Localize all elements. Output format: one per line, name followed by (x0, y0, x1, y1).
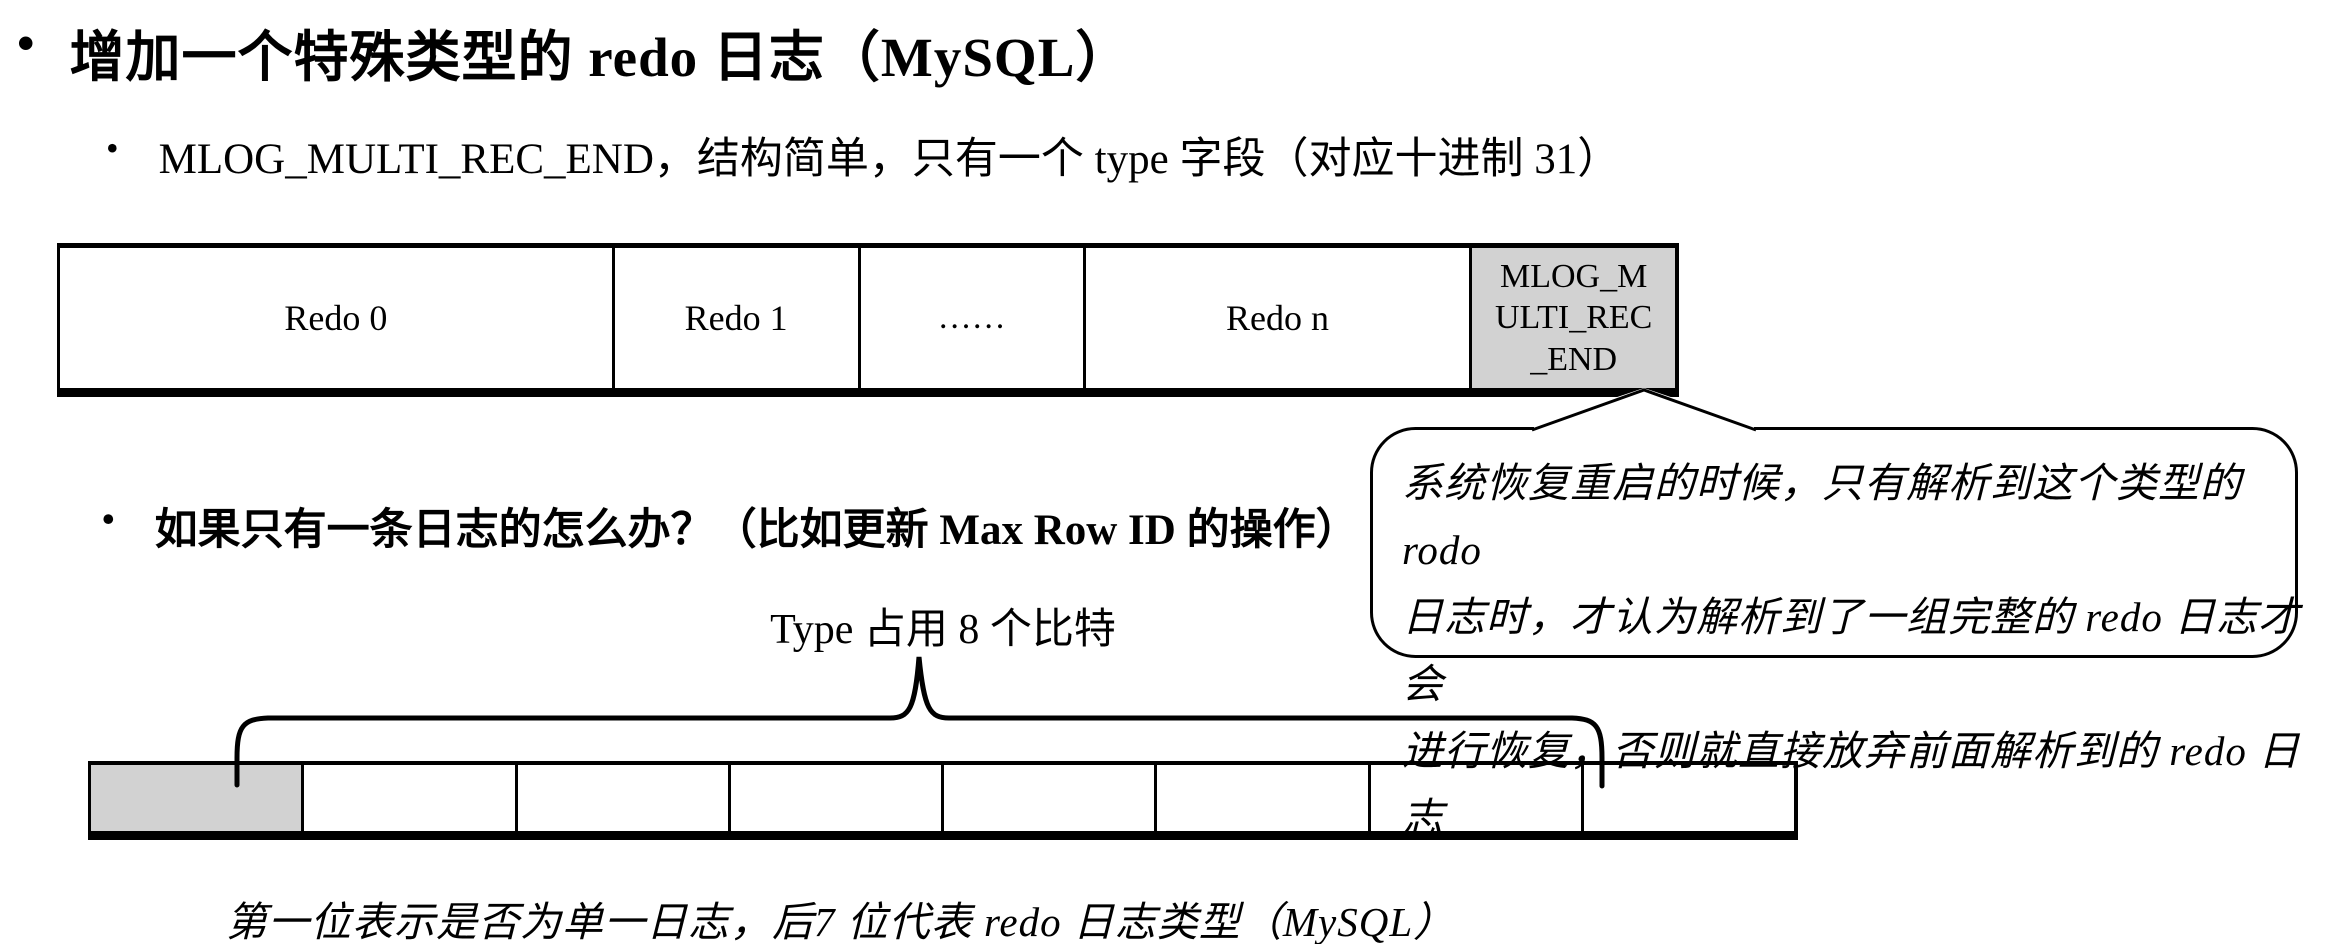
bullet-icon: • (102, 499, 115, 539)
bit-cell (1157, 765, 1371, 831)
slide-title: • 增加一个特殊类型的 redo 日志（MySQL） (17, 12, 1131, 92)
bit-cell (517, 765, 731, 831)
redo-cell-1-label: Redo 1 (684, 298, 788, 338)
redo-cell-mlog-multi-rec-end: MLOG_M ULTI_REC _END (1472, 248, 1675, 388)
bit-cell-flag (91, 765, 305, 831)
bitfield-explanation-note: 第一位表示是否为单一日志，后7 位代表 redo 日志类型（MySQL） (226, 899, 1456, 944)
redo-cell-0: Redo 0 (60, 248, 615, 388)
redo-cell-0-label: Redo 0 (284, 298, 388, 338)
callout-line-2: 日志时，才认为解析到了一组完整的 redo 日志才会 (1402, 594, 2301, 707)
callout-line-1: 系统恢复重启的时候，只有解析到这个类型的 rodo (1402, 460, 2242, 573)
bullet-single-log-question: • 如果只有一条日志的怎么办？（比如更新 Max Row ID 的操作） (102, 495, 1359, 557)
callout-text: 系统恢复重启的时候，只有解析到这个类型的 rodo 日志时，才认为解析到了一组完… (1402, 450, 2302, 852)
redo-cell-n-label: Redo n (1226, 298, 1330, 338)
bit-cell (944, 765, 1158, 831)
redo-cell-ellipsis: …… (860, 248, 1086, 388)
bullet-question-text: 如果只有一条日志的怎么办？（比如更新 Max Row ID 的操作） (154, 507, 1359, 554)
redo-cell-n: Redo n (1085, 248, 1473, 388)
bullet-mlog-multi-rec-end: • MLOG_MULTI_REC_END，结构简单，只有一个 type 字段（对… (106, 124, 1620, 186)
mlog-cell-line-2: ULTI_REC (1494, 299, 1653, 337)
callout-line-3: 进行恢复，否则就直接放弃前面解析到的 redo 日志 (1402, 728, 2301, 841)
redo-cell-ellipsis-label: …… (937, 299, 1006, 336)
mlog-cell-line-3: _END (1530, 340, 1618, 378)
redo-chain-diagram: Redo 0 Redo 1 …… Redo n MLOG_M ULTI_REC … (57, 243, 1679, 397)
bullet-mlog-text: MLOG_MULTI_REC_END，结构简单，只有一个 type 字段（对应十… (158, 136, 1621, 183)
bit-cell (304, 765, 518, 831)
mlog-cell-line-1: MLOG_M (1499, 257, 1648, 295)
title-text: 增加一个特殊类型的 redo 日志（MySQL） (69, 27, 1132, 88)
bullet-icon: • (106, 128, 119, 168)
bit-cell (730, 765, 944, 831)
redo-cell-1: Redo 1 (614, 248, 861, 388)
type-bits-label: Type 占用 8 个比特 (770, 607, 1116, 653)
bit-cell (1583, 765, 1794, 831)
title-bullet-icon: • (17, 15, 36, 71)
